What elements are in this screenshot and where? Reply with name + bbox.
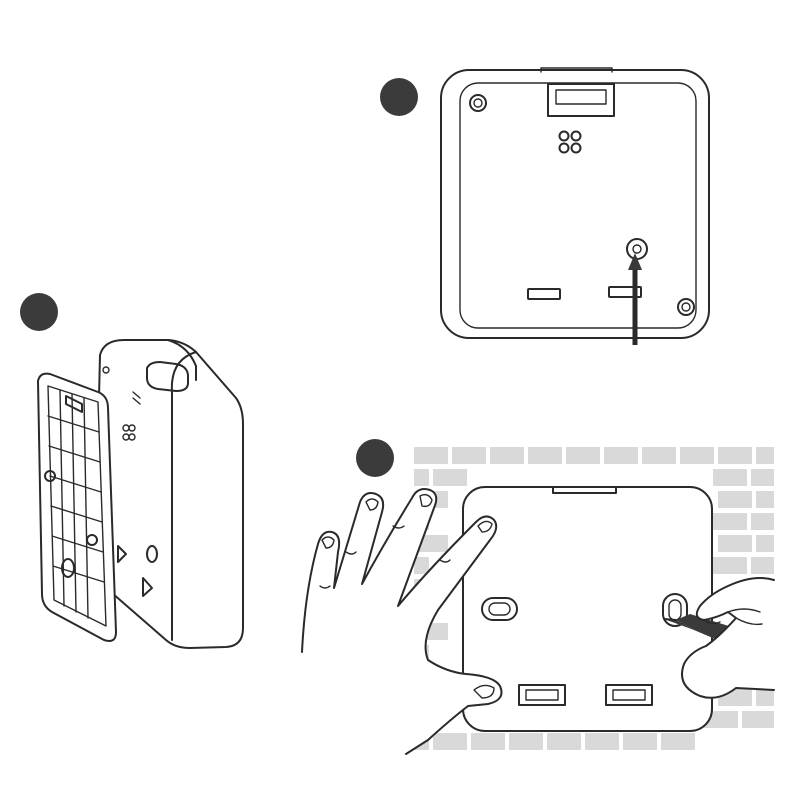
reset-hole bbox=[627, 239, 647, 259]
device-back-view bbox=[441, 68, 709, 345]
step-marker-1 bbox=[380, 78, 418, 116]
step-marker-3 bbox=[356, 439, 394, 477]
screw-hole-bottom-right bbox=[678, 299, 694, 315]
wall-hole-marking bbox=[302, 447, 774, 754]
step-marker-2 bbox=[20, 293, 58, 331]
mounting-plate-separation bbox=[38, 340, 243, 648]
screw-hole-top-left bbox=[470, 95, 486, 111]
